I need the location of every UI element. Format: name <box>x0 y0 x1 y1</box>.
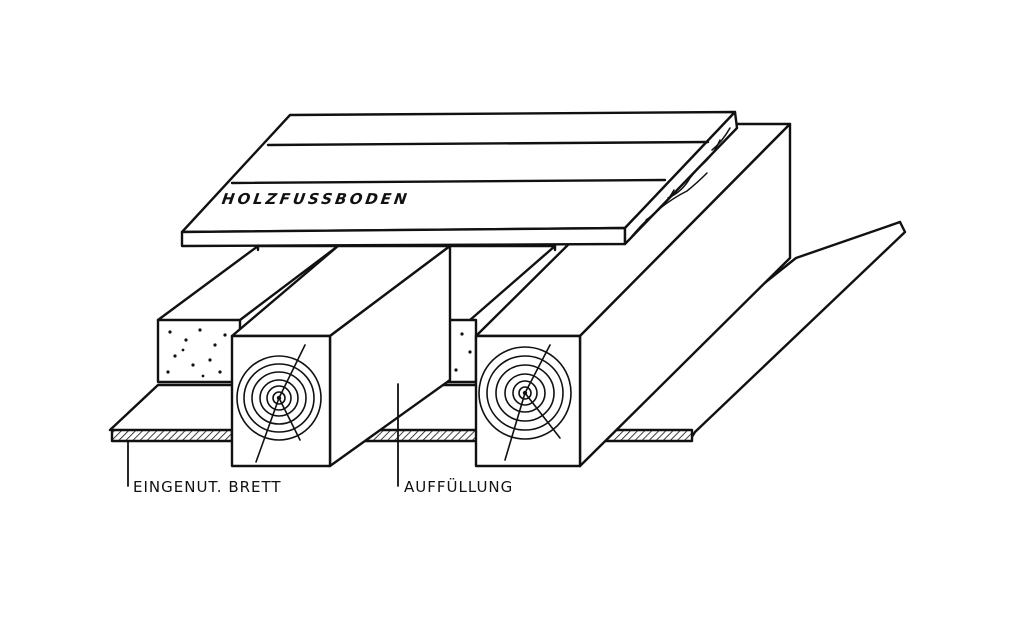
fill-label: AUFFÜLLUNG <box>404 478 514 496</box>
board-label: EINGENUT. BRETT <box>133 478 282 496</box>
fill-block-left <box>156 318 242 384</box>
joist-left <box>230 244 452 468</box>
wooden-floor-plank <box>180 110 739 248</box>
floor-label: HOLZFUSSBODEN <box>220 190 411 208</box>
board-section-left <box>110 428 234 443</box>
